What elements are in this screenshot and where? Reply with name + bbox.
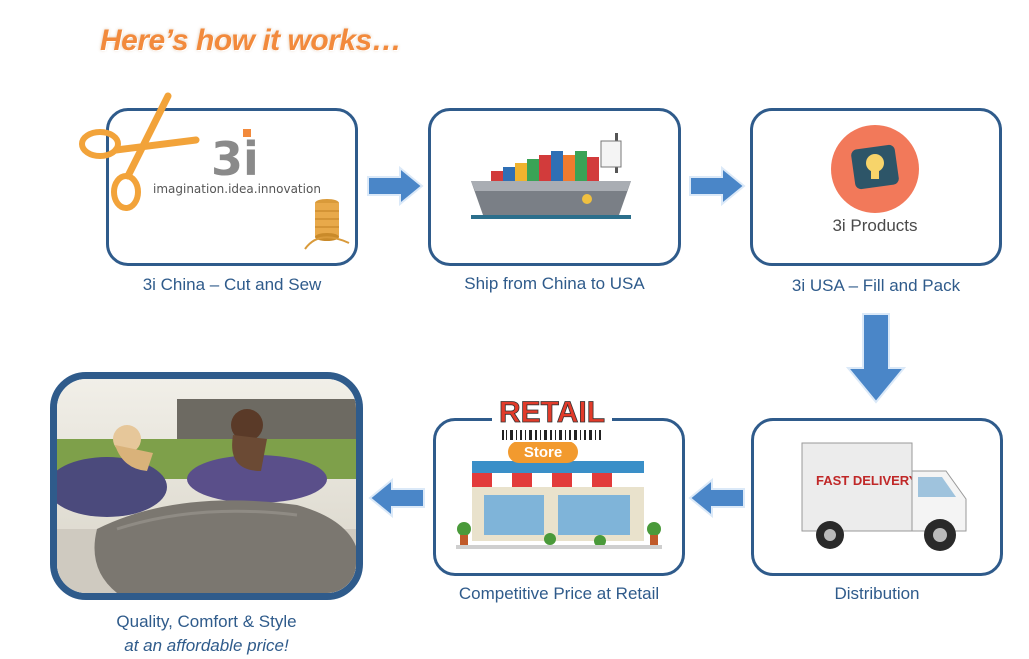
step-caption-distribution: Distribution <box>834 584 920 603</box>
products-logo-text: 3i Products <box>832 216 917 235</box>
step-caption-quality: Quality, Comfort & Style <box>116 612 297 631</box>
step-card-distribution: FAST DELIVERY <box>751 418 1003 576</box>
step-card-fill-and-pack: 3i Products <box>750 108 1002 266</box>
logo-tagline: imagination.idea.innovation <box>153 182 321 196</box>
truck-label: FAST DELIVERY <box>816 473 918 488</box>
step-card-ship <box>428 108 681 266</box>
retail-banner: RETAIL <box>492 388 612 442</box>
storefront-icon: Store <box>456 441 662 549</box>
step-caption-fill-and-pack: 3i USA – Fill and Pack <box>791 276 961 295</box>
store-sign-text: Store <box>524 444 562 461</box>
arrow-right-icon <box>689 166 746 206</box>
step-caption-cut-and-sew: 3i China – Cut and Sew <box>142 275 322 294</box>
delivery-truck-icon: FAST DELIVERY <box>801 442 967 551</box>
step-caption-retail: Competitive Price at Retail <box>458 584 660 603</box>
scissors-icon <box>79 92 200 211</box>
step-card-cut-and-sew: 3i imagination.idea.innovation <box>106 108 358 266</box>
retail-banner-text: RETAIL <box>499 396 605 429</box>
step-caption-affordable: at an affordable price! <box>124 636 289 655</box>
logo-mark: 3i <box>211 132 259 186</box>
pillow-bulb-icon: 3i Products <box>831 125 919 235</box>
lounge-cushion-photo <box>57 379 356 593</box>
step-caption-ship: Ship from China to USA <box>464 274 645 293</box>
imagination-logo: 3i imagination.idea.innovation <box>153 129 350 250</box>
arrow-down-icon <box>846 313 906 404</box>
cargo-ship-icon <box>471 133 631 219</box>
arrow-left-icon <box>688 478 745 518</box>
thread-spool-icon <box>304 199 350 250</box>
page-heading: Here’s how it works… <box>100 24 402 57</box>
arrow-left-icon <box>368 478 425 518</box>
arrow-right-icon <box>367 166 424 206</box>
step-card-quality <box>50 372 363 600</box>
step-card-retail: Store <box>433 418 685 576</box>
